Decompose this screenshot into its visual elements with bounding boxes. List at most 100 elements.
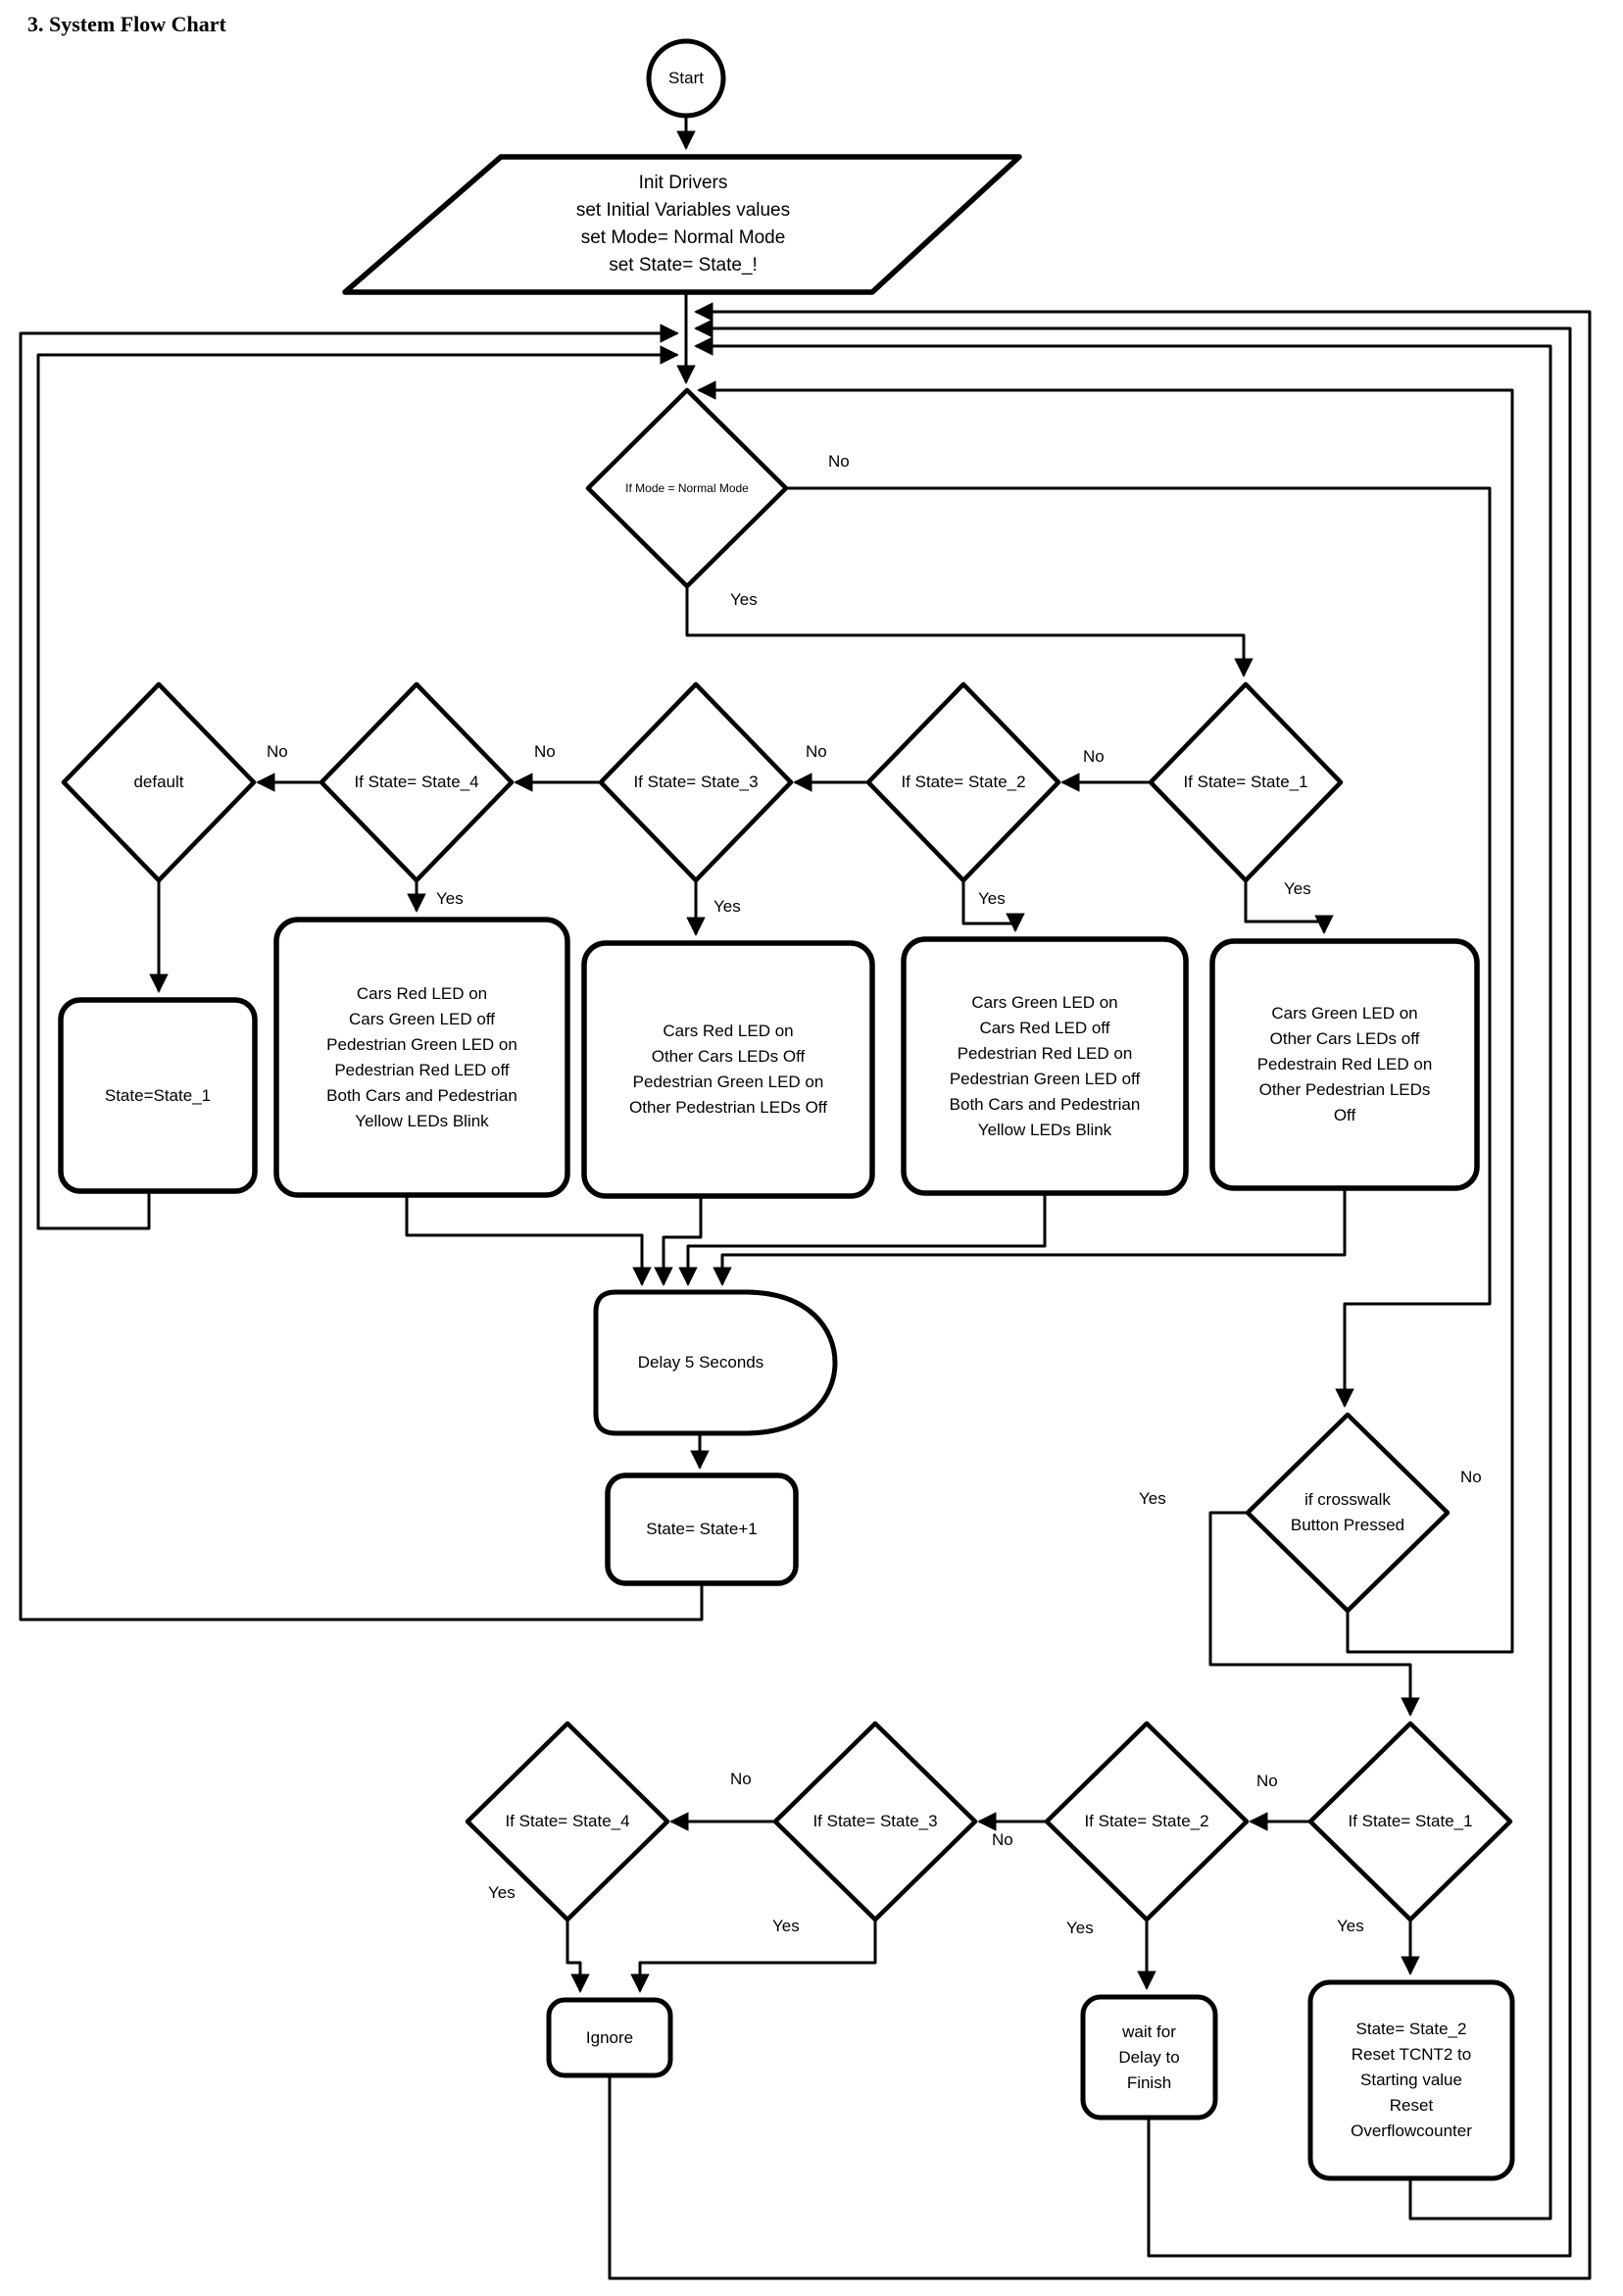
set-state1-box xyxy=(58,997,258,1194)
page-title: 3. System Flow Chart xyxy=(27,12,226,36)
mode-check-diamond xyxy=(585,387,789,589)
crosswalk-line: Button Pressed xyxy=(1290,1516,1405,1534)
state3-check-label: If State= State_3 xyxy=(633,773,759,791)
crosswalk-line: if crosswalk xyxy=(1304,1490,1391,1509)
state2-check-diamond xyxy=(865,681,1061,883)
state1-actions-box xyxy=(1209,938,1480,1191)
connector-box2-delay xyxy=(405,1195,652,1286)
connector-box3-delay xyxy=(654,1196,703,1286)
connector-crosswalk-no-return xyxy=(697,380,1514,1654)
yes-label: Yes xyxy=(1337,1917,1364,1935)
action-line: Pedestrian Green LED on xyxy=(632,1073,824,1091)
connector-return-reset xyxy=(694,336,1552,2221)
wait-line: wait for xyxy=(1122,2021,1176,2041)
action-line: Pedestrian Red LED off xyxy=(334,1060,510,1079)
no-label: No xyxy=(1256,1772,1278,1790)
action-line: Cars Red LED on xyxy=(663,1022,794,1040)
state1-check-label: If State= State_1 xyxy=(1183,773,1308,791)
ignore-box xyxy=(546,1997,673,2078)
no-label: No xyxy=(992,1830,1013,1849)
wait-delay-box xyxy=(1080,1994,1218,2121)
state2-actions-box xyxy=(901,936,1189,1196)
init-line: Init Drivers xyxy=(638,173,728,193)
no-label: No xyxy=(1460,1468,1482,1486)
connector-return-increment xyxy=(19,324,704,1622)
connector-box5-delay xyxy=(713,1188,1347,1286)
connector-mode-no xyxy=(788,486,1492,1408)
init-line: set State= State_! xyxy=(609,255,758,275)
no-label: No xyxy=(534,742,556,761)
no-label: No xyxy=(267,742,288,761)
wait-line: Delay to xyxy=(1118,2047,1180,2067)
state3-actions-label: Cars Red LED on Other Cars LEDs Off Pede… xyxy=(584,943,872,1196)
yes-label: Yes xyxy=(713,897,741,916)
b-state1-check-label: If State= State_1 xyxy=(1348,1812,1473,1830)
action-line: Both Cars and Pedestrian xyxy=(949,1094,1141,1114)
action-line: Pedestrian Green LED off xyxy=(949,1069,1141,1088)
init-label: Init Drivers set Initial Variables value… xyxy=(345,165,1021,284)
action-line: Cars Red LED on xyxy=(356,983,488,1003)
b-state1-check-diamond xyxy=(1307,1721,1513,1922)
reset-timer-box xyxy=(1307,1979,1515,2181)
start-circle xyxy=(646,38,726,119)
yes-label: Yes xyxy=(730,590,758,609)
init-parallelogram xyxy=(342,154,1022,295)
action-line: Other Cars LEDs off xyxy=(1269,1029,1420,1048)
reset-line: Starting value xyxy=(1360,2071,1462,2089)
action-line: Pedestrian Green LED on xyxy=(326,1034,517,1054)
connector-yes-s1 xyxy=(1244,880,1334,934)
crosswalk-check-diamond xyxy=(1245,1412,1451,1614)
ignore-label: Ignore xyxy=(585,2027,634,2047)
action-line: Yellow LEDs Blink xyxy=(977,1120,1112,1139)
reset-line: Reset TCNT2 to xyxy=(1351,2045,1472,2064)
no-label: No xyxy=(730,1770,752,1788)
action-line: Other Cars LEDs Off xyxy=(651,1047,806,1066)
connector-mode-yes xyxy=(685,588,1254,677)
b-state2-check-diamond xyxy=(1044,1721,1250,1922)
state4-actions-box xyxy=(273,917,570,1198)
action-line: Cars Green LED off xyxy=(349,1009,495,1028)
yes-label: Yes xyxy=(436,889,464,908)
b-state3-check-diamond xyxy=(772,1721,978,1922)
state2-actions-label: Cars Green LED on Cars Red LED off Pedes… xyxy=(904,939,1186,1193)
action-line: Cars Green LED on xyxy=(971,992,1118,1012)
yes-label: Yes xyxy=(1139,1489,1166,1508)
state4-check-diamond xyxy=(319,681,515,883)
connector-crosswalk-yes xyxy=(1208,1511,1420,1717)
delay-label: Delay 5 Seconds xyxy=(637,1353,764,1372)
state1-actions-label: Cars Green LED on Other Cars LEDs off Pe… xyxy=(1212,941,1477,1188)
reset-line: Overflowcounter xyxy=(1351,2121,1472,2140)
action-line: Cars Green LED on xyxy=(1271,1004,1418,1023)
connector-yes-b3 xyxy=(630,1920,877,1993)
no-label: No xyxy=(806,742,827,761)
action-line: Other Pedestrian LEDs xyxy=(1258,1080,1431,1099)
no-label: No xyxy=(1083,747,1105,766)
connector-yes-s2 xyxy=(961,880,1025,932)
crosswalk-check-label: if crosswalk Button Pressed xyxy=(1248,1464,1448,1562)
b-state2-check-label: If State= State_2 xyxy=(1084,1812,1209,1830)
init-line: set Mode= Normal Mode xyxy=(580,227,786,248)
start-label: Start xyxy=(668,69,704,87)
b-state4-check-label: If State= State_4 xyxy=(505,1812,630,1830)
mode-check-label: If Mode = Normal Mode xyxy=(625,481,749,495)
action-line: Off xyxy=(1333,1106,1356,1124)
action-line: Pedestrain Red LED on xyxy=(1256,1055,1433,1073)
state3-actions-box xyxy=(581,940,875,1199)
default-label: default xyxy=(133,773,184,791)
b-state4-check-diamond xyxy=(465,1721,670,1922)
increment-state-label: State= State+1 xyxy=(646,1520,758,1538)
yes-label: Yes xyxy=(1066,1919,1094,1937)
action-line: Yellow LEDs Blink xyxy=(355,1111,489,1130)
yes-label: Yes xyxy=(978,889,1006,908)
no-label: No xyxy=(828,452,850,471)
action-line: Other Pedestrian LEDs Off xyxy=(629,1098,827,1117)
increment-state-box xyxy=(605,1472,799,1586)
connector-return-wait xyxy=(694,319,1572,2258)
reset-line: State= State_2 xyxy=(1355,2020,1467,2038)
reset-line: Reset xyxy=(1389,2096,1434,2115)
connector-yes-b4 xyxy=(566,1920,590,1993)
connector-return-setstate1 xyxy=(36,345,679,1230)
wait-line: Finish xyxy=(1126,2072,1172,2092)
